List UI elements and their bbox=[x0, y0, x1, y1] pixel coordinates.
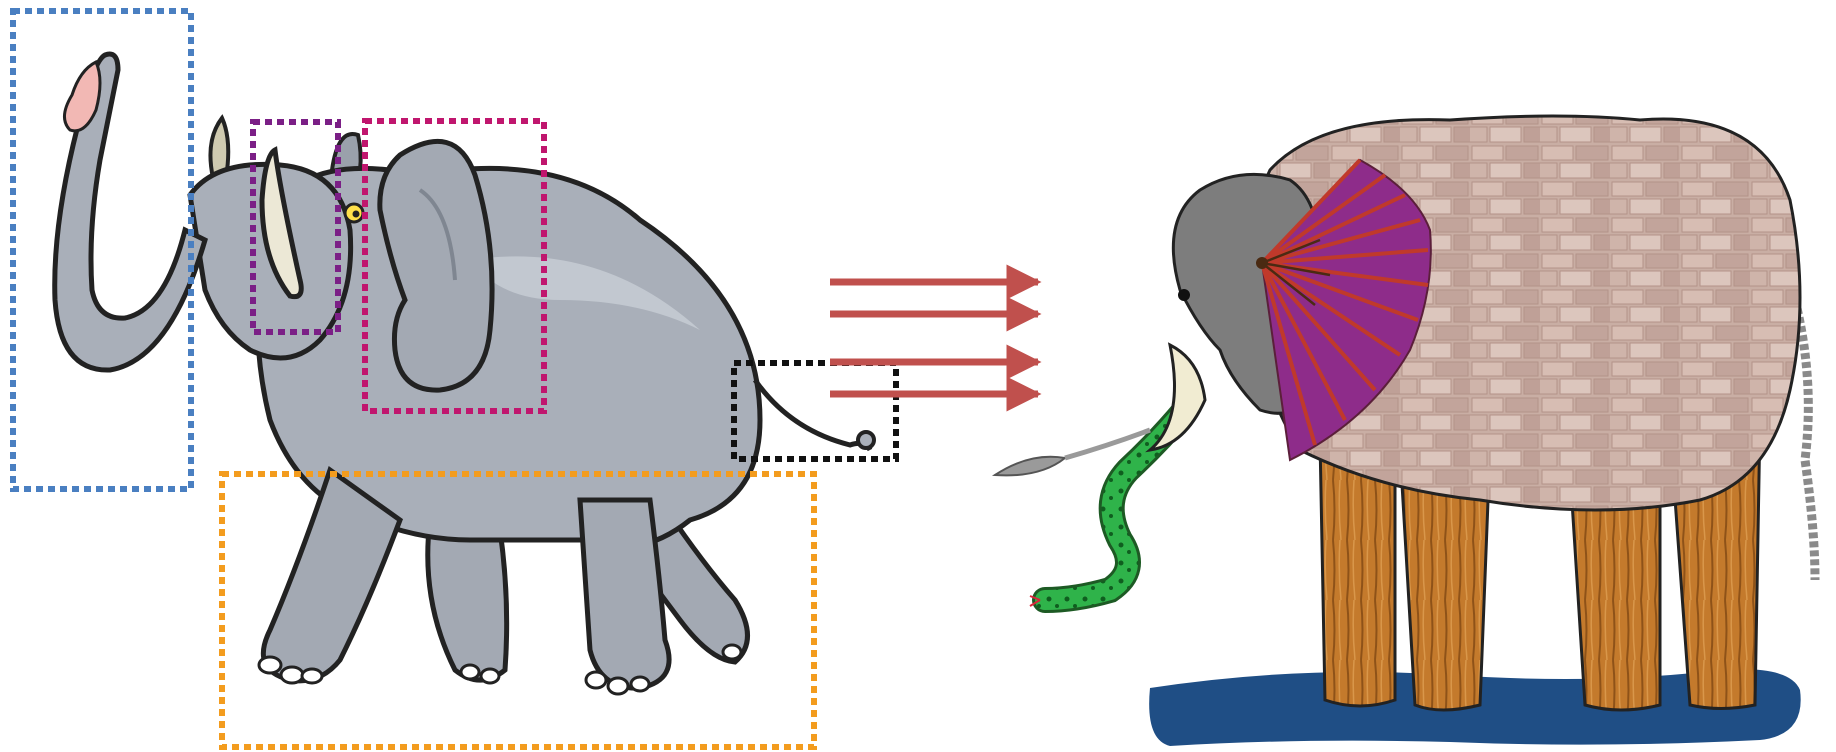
front-right-leg bbox=[580, 500, 669, 688]
collage-elephant bbox=[995, 116, 1815, 746]
collage-eye bbox=[1178, 289, 1190, 301]
feather-tip bbox=[995, 457, 1065, 476]
back-left-leg bbox=[428, 520, 507, 680]
transform-arrows bbox=[830, 282, 1038, 394]
tail-tuft bbox=[858, 432, 874, 448]
near-ear bbox=[380, 141, 492, 390]
cartoon-elephant bbox=[55, 54, 874, 694]
